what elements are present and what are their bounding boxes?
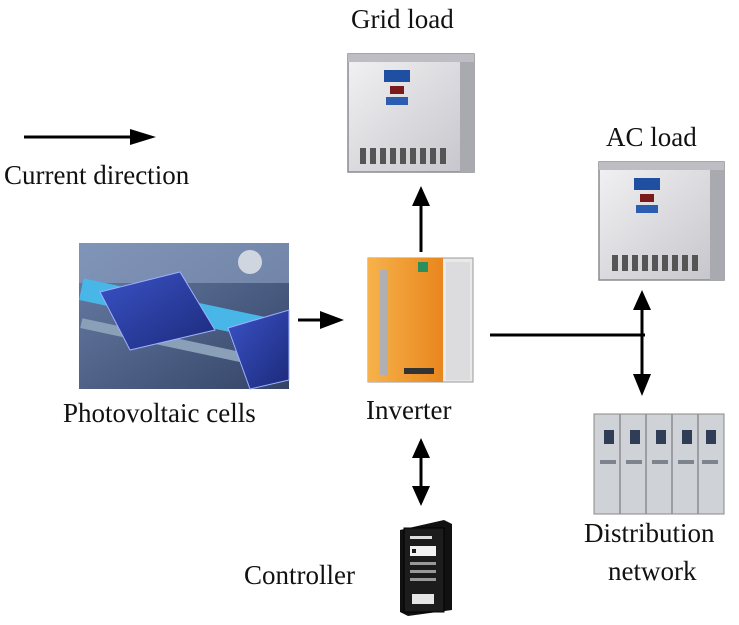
bus-to-ac-load-arrowhead: [633, 290, 651, 310]
distribution-label-line1: Distribution: [584, 518, 715, 548]
grid-load-label: Grid load: [351, 4, 454, 34]
inverter-controller-arrowhead-up: [412, 438, 430, 458]
current-direction-label: Current direction: [4, 160, 190, 190]
current-direction-arrow-icon: [24, 129, 156, 145]
pv-to-inverter-arrowhead: [320, 311, 344, 329]
controller-label: Controller: [244, 560, 355, 590]
flow-arrows: [298, 186, 651, 506]
ac-load-cabinet-icon: [598, 161, 725, 281]
inverter-to-grid-arrowhead: [412, 186, 430, 206]
grid-load-cabinet-icon: [347, 53, 475, 173]
distribution-network-switchgear-icon: [593, 413, 725, 515]
ac-load-label: AC load: [606, 122, 697, 152]
bus-to-distribution-arrowhead: [633, 374, 651, 396]
inverter-label: Inverter: [366, 395, 452, 425]
inverter-icon: [367, 257, 474, 383]
distribution-label-line2: network: [608, 556, 697, 586]
photovoltaic-cells-image: [79, 243, 290, 390]
controller-server-icon: [400, 520, 452, 616]
photovoltaic-cells-label: Photovoltaic cells: [63, 398, 256, 428]
inverter-controller-arrowhead-down: [412, 486, 430, 506]
